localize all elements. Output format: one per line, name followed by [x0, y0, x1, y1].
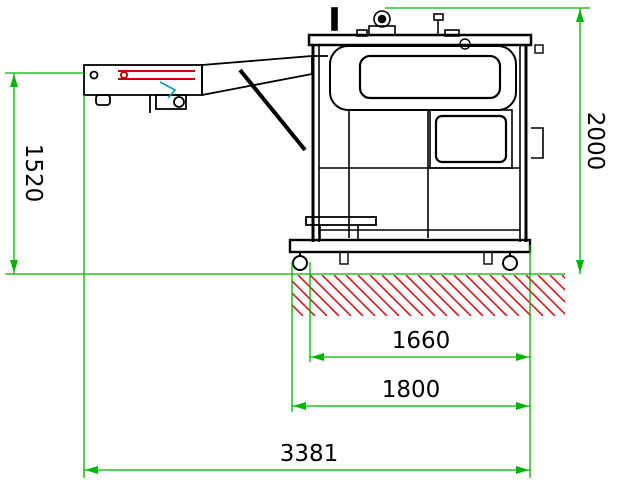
dimension-frame-width [292, 402, 530, 410]
infeed-sensor [159, 81, 177, 99]
label-infeed-height: 1520 [20, 144, 46, 203]
caster-wheels [292, 252, 518, 271]
top-controls [331, 7, 460, 37]
label-height-total: 2000 [582, 112, 608, 171]
machine-body [83, 7, 544, 271]
label-frame-width: 1800 [382, 377, 441, 403]
dimension-infeed-height [5, 72, 205, 275]
dimension-extension-lines [83, 95, 531, 478]
label-overall-length: 3381 [280, 441, 339, 467]
infeed-conveyor [83, 55, 328, 152]
label-wheelbase: 1660 [392, 328, 451, 354]
floor-hatch [292, 275, 565, 316]
infeed-chain [118, 70, 195, 80]
dimension-overall-length [84, 466, 530, 474]
cabinet [307, 33, 544, 242]
dimension-wheelbase [310, 353, 530, 361]
dimension-height-total [385, 7, 590, 274]
base-frame [288, 216, 532, 265]
